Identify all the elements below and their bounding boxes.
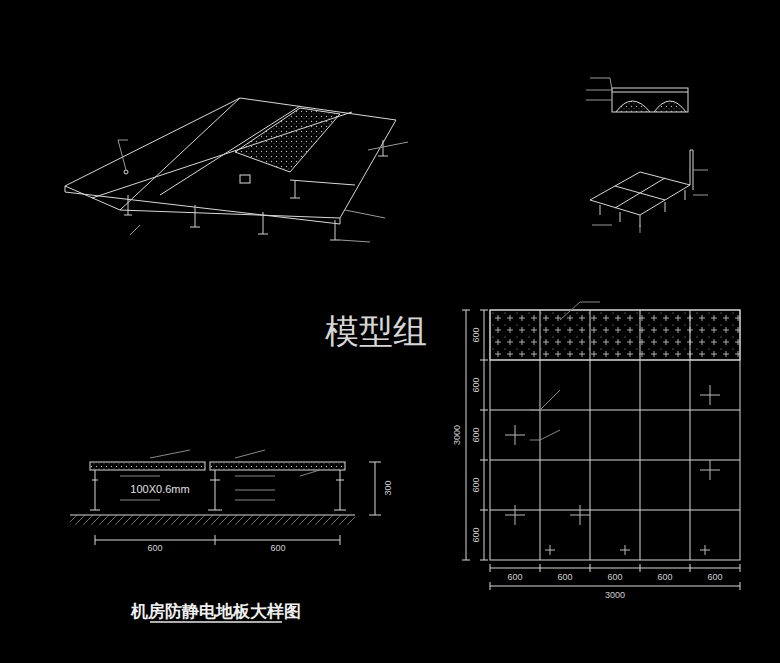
dimension: 600 [707, 573, 722, 582]
title-underline [150, 621, 282, 623]
floor-section [70, 450, 381, 545]
dimension: 600 [472, 427, 481, 442]
dimension: 600 [507, 573, 522, 582]
small-isometric [590, 150, 708, 233]
panel-section [586, 78, 688, 112]
dimension: 600 [472, 477, 481, 492]
dimension: 600 [557, 573, 572, 582]
drawing-title: 机房防静电地板大样图 [131, 603, 301, 620]
dimension: 3000 [453, 425, 462, 445]
spec-label: 100X0.6mm [130, 484, 189, 495]
dimension: 3000 [605, 591, 625, 600]
isometric-floor [65, 98, 408, 242]
dimension: 600 [657, 573, 672, 582]
dimension: 300 [384, 480, 393, 495]
watermark: 模型组 [325, 314, 427, 348]
dimension: 600 [472, 527, 481, 542]
dimension: 600 [472, 327, 481, 342]
dimension: 600 [472, 377, 481, 392]
floor-plan [462, 302, 740, 590]
dimension: 600 [607, 573, 622, 582]
dimension: 600 [270, 544, 285, 553]
dimension: 600 [147, 544, 162, 553]
